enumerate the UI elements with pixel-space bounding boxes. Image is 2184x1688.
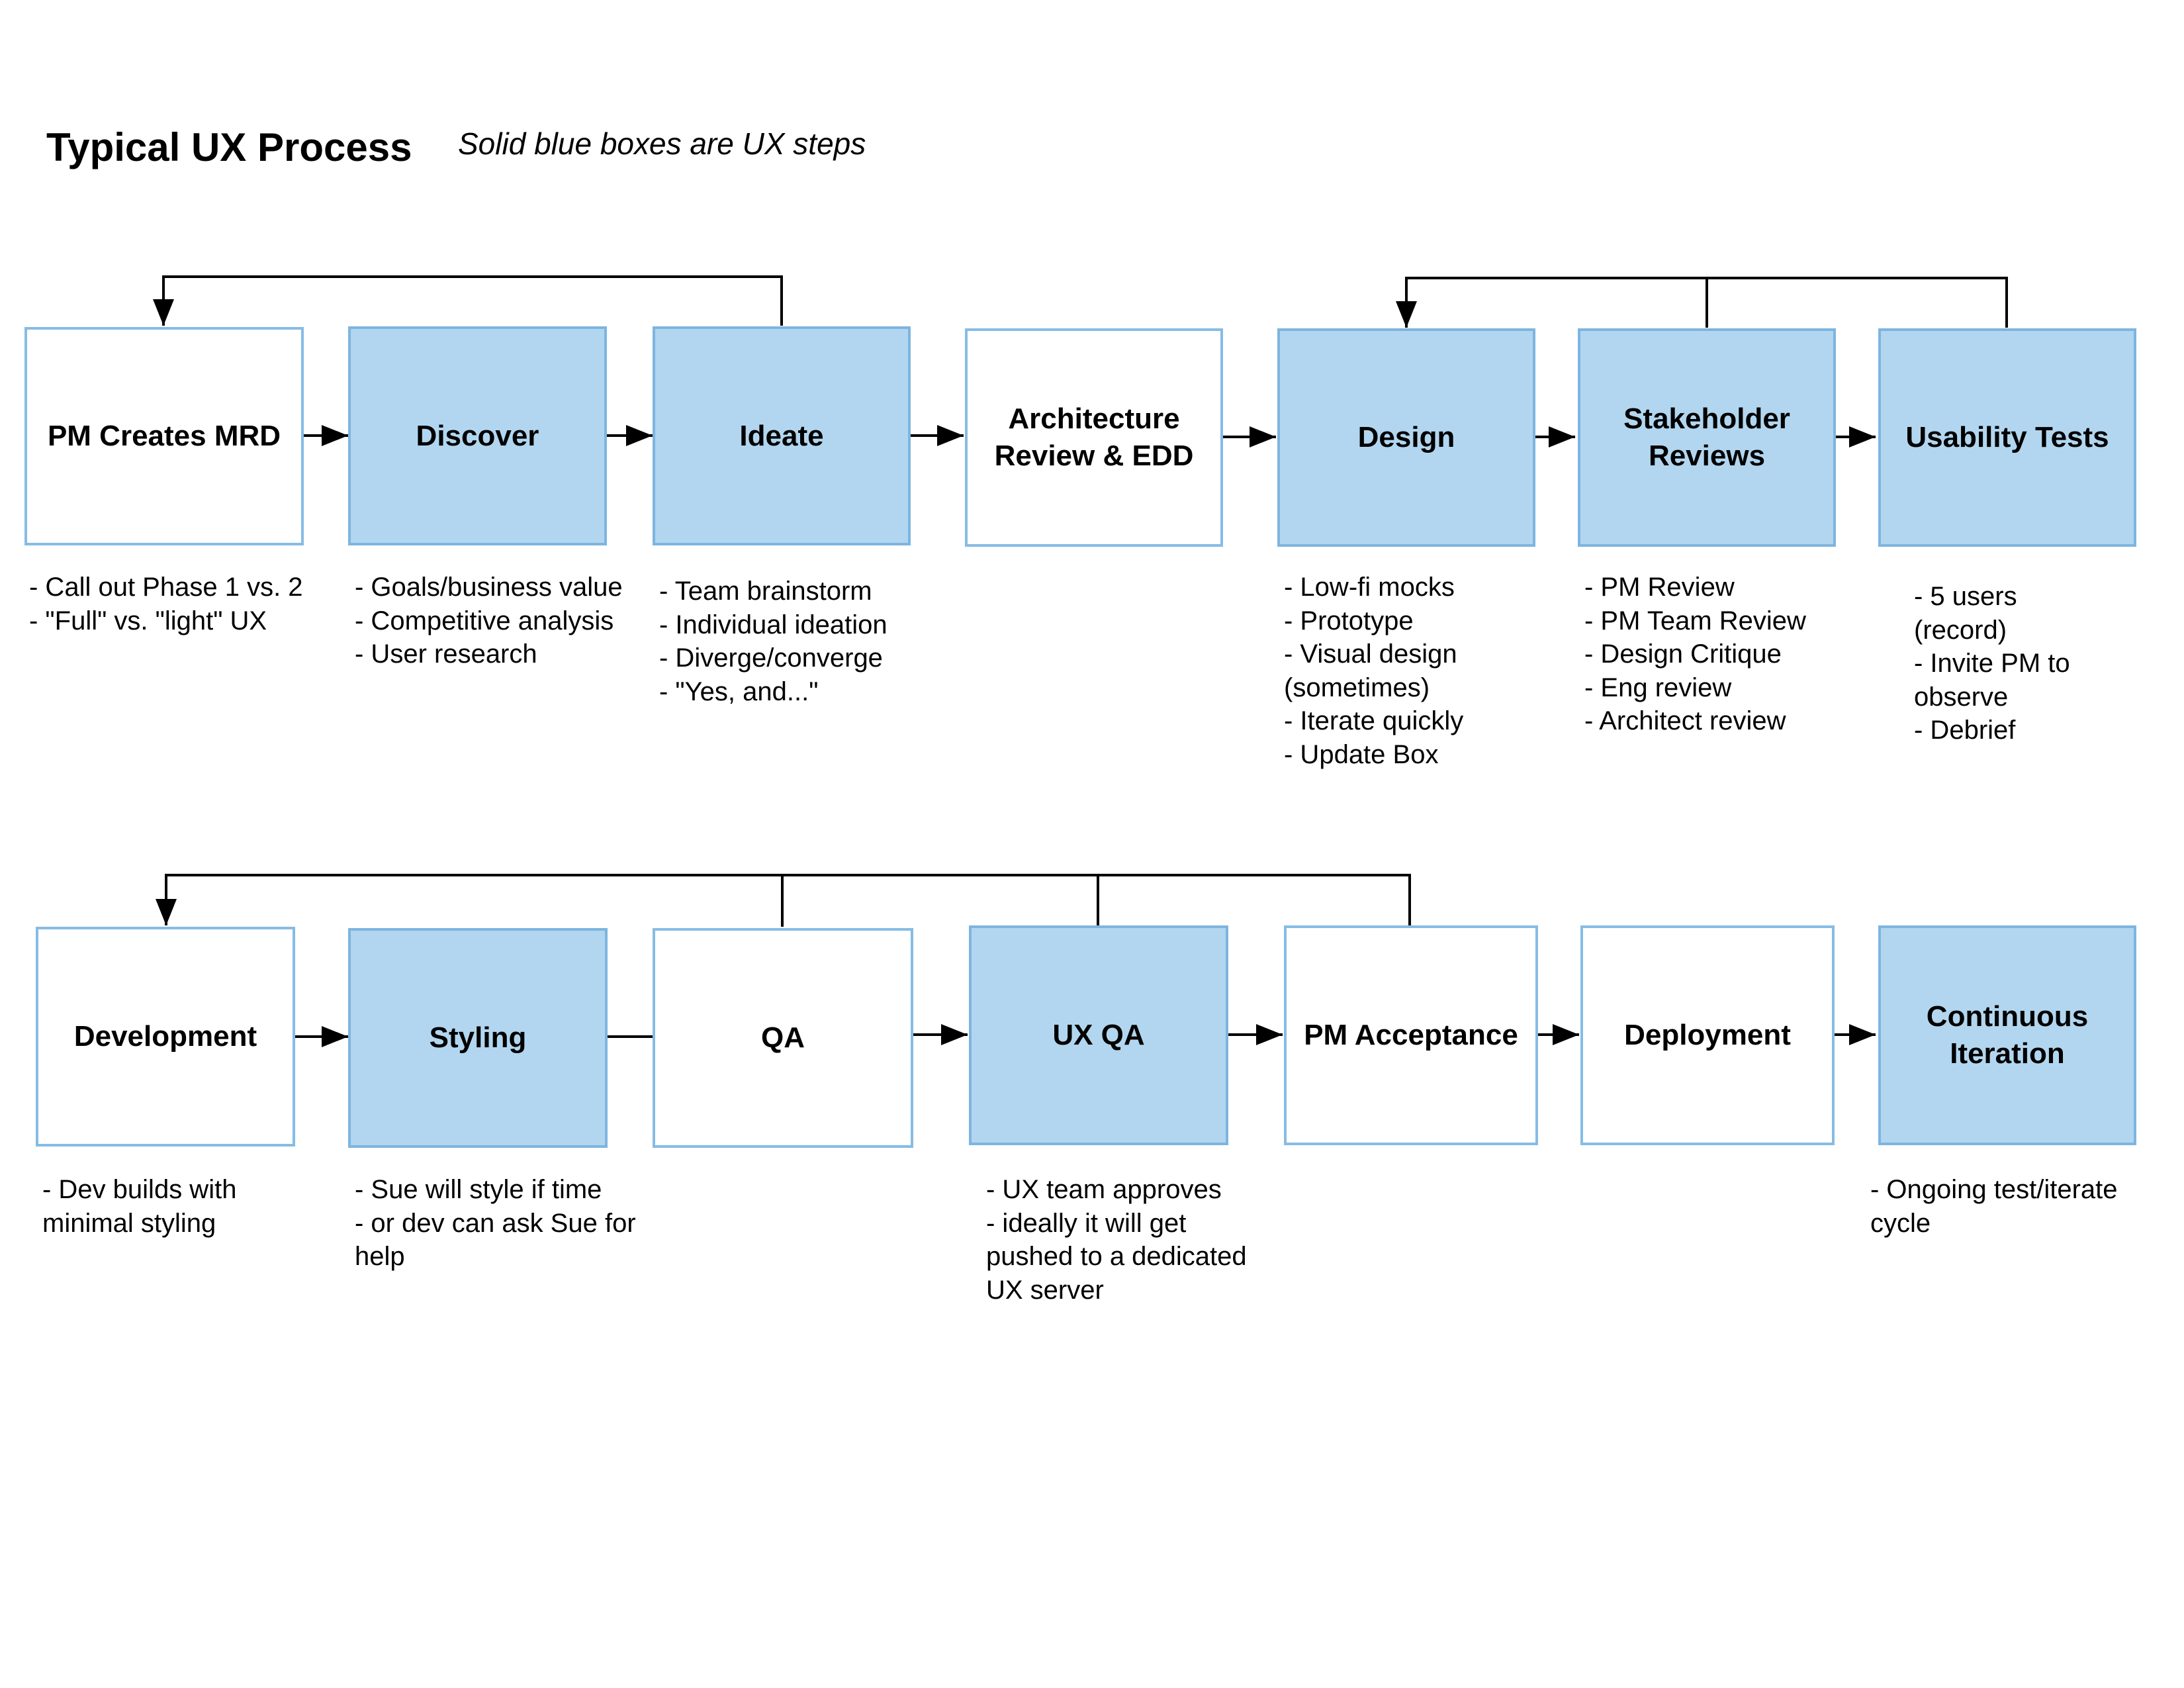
step-notes-pm-creates-mrd: - Call out Phase 1 vs. 2 - "Full" vs. "l… [29, 573, 303, 635]
step-box-discover: Discover [348, 326, 607, 545]
step-box-continuous-iteration: Continuous Iteration [1878, 925, 2136, 1145]
step-notes-ux-qa: - UX team approves - ideally it will get… [986, 1175, 1247, 1305]
step-label: QA [761, 1021, 805, 1054]
step-notes-ideate: - Team brainstorm - Individual ideation … [659, 577, 887, 706]
step-label: Stakeholder Reviews [1623, 402, 1790, 472]
step-notes-continuous-iteration: - Ongoing test/iterate cycle [1870, 1175, 2118, 1238]
step-box-styling: Styling [348, 928, 608, 1148]
step-label: Architecture Review & EDD [994, 402, 1194, 472]
step-box-architecture-review: Architecture Review & EDD [965, 328, 1223, 547]
step-box-development: Development [36, 927, 295, 1147]
step-box-deployment: Deployment [1580, 925, 1835, 1145]
step-label: Ideate [739, 419, 824, 452]
step-label: Usability Tests [1905, 421, 2109, 453]
step-notes-styling: - Sue will style if time - or dev can as… [355, 1175, 636, 1271]
step-label: Development [73, 1020, 257, 1053]
step-box-usability-tests: Usability Tests [1878, 328, 2136, 547]
diagram-title: Typical UX Process [46, 125, 412, 169]
step-label: PM Acceptance [1304, 1019, 1518, 1051]
step-box-stakeholder-reviews: Stakeholder Reviews [1578, 328, 1836, 547]
step-notes-stakeholder-reviews: - PM Review - PM Team Review - Design Cr… [1584, 573, 1806, 735]
step-label: Design [1357, 421, 1455, 453]
step-notes-usability-tests: - 5 users (record) - Invite PM to observ… [1914, 582, 2070, 745]
step-box-ideate: Ideate [653, 326, 911, 545]
loop-ideate-to-mrd [153, 275, 783, 326]
step-label: Deployment [1624, 1019, 1791, 1051]
step-label: UX QA [1052, 1019, 1145, 1051]
step-label: Discover [416, 419, 539, 452]
step-notes-design: - Low-fi mocks - Prototype - Visual desi… [1284, 573, 1464, 769]
step-box-pm-creates-mrd: PM Creates MRD [24, 327, 304, 545]
step-box-qa: QA [653, 928, 913, 1148]
step-box-design: Design [1277, 328, 1535, 547]
step-notes-discover: - Goals/business value - Competitive ana… [355, 573, 623, 669]
step-label: Styling [429, 1021, 527, 1054]
diagram-subtitle: Solid blue boxes are UX steps [458, 126, 866, 161]
step-label: Continuous Iteration [1926, 1000, 2089, 1070]
step-box-ux-qa: UX QA [969, 925, 1228, 1145]
loop-pm-acceptance-to-development [156, 874, 1411, 925]
step-label: PM Creates MRD [47, 420, 281, 452]
step-notes-development: - Dev builds with minimal styling [42, 1175, 237, 1238]
step-box-pm-acceptance: PM Acceptance [1284, 925, 1538, 1145]
